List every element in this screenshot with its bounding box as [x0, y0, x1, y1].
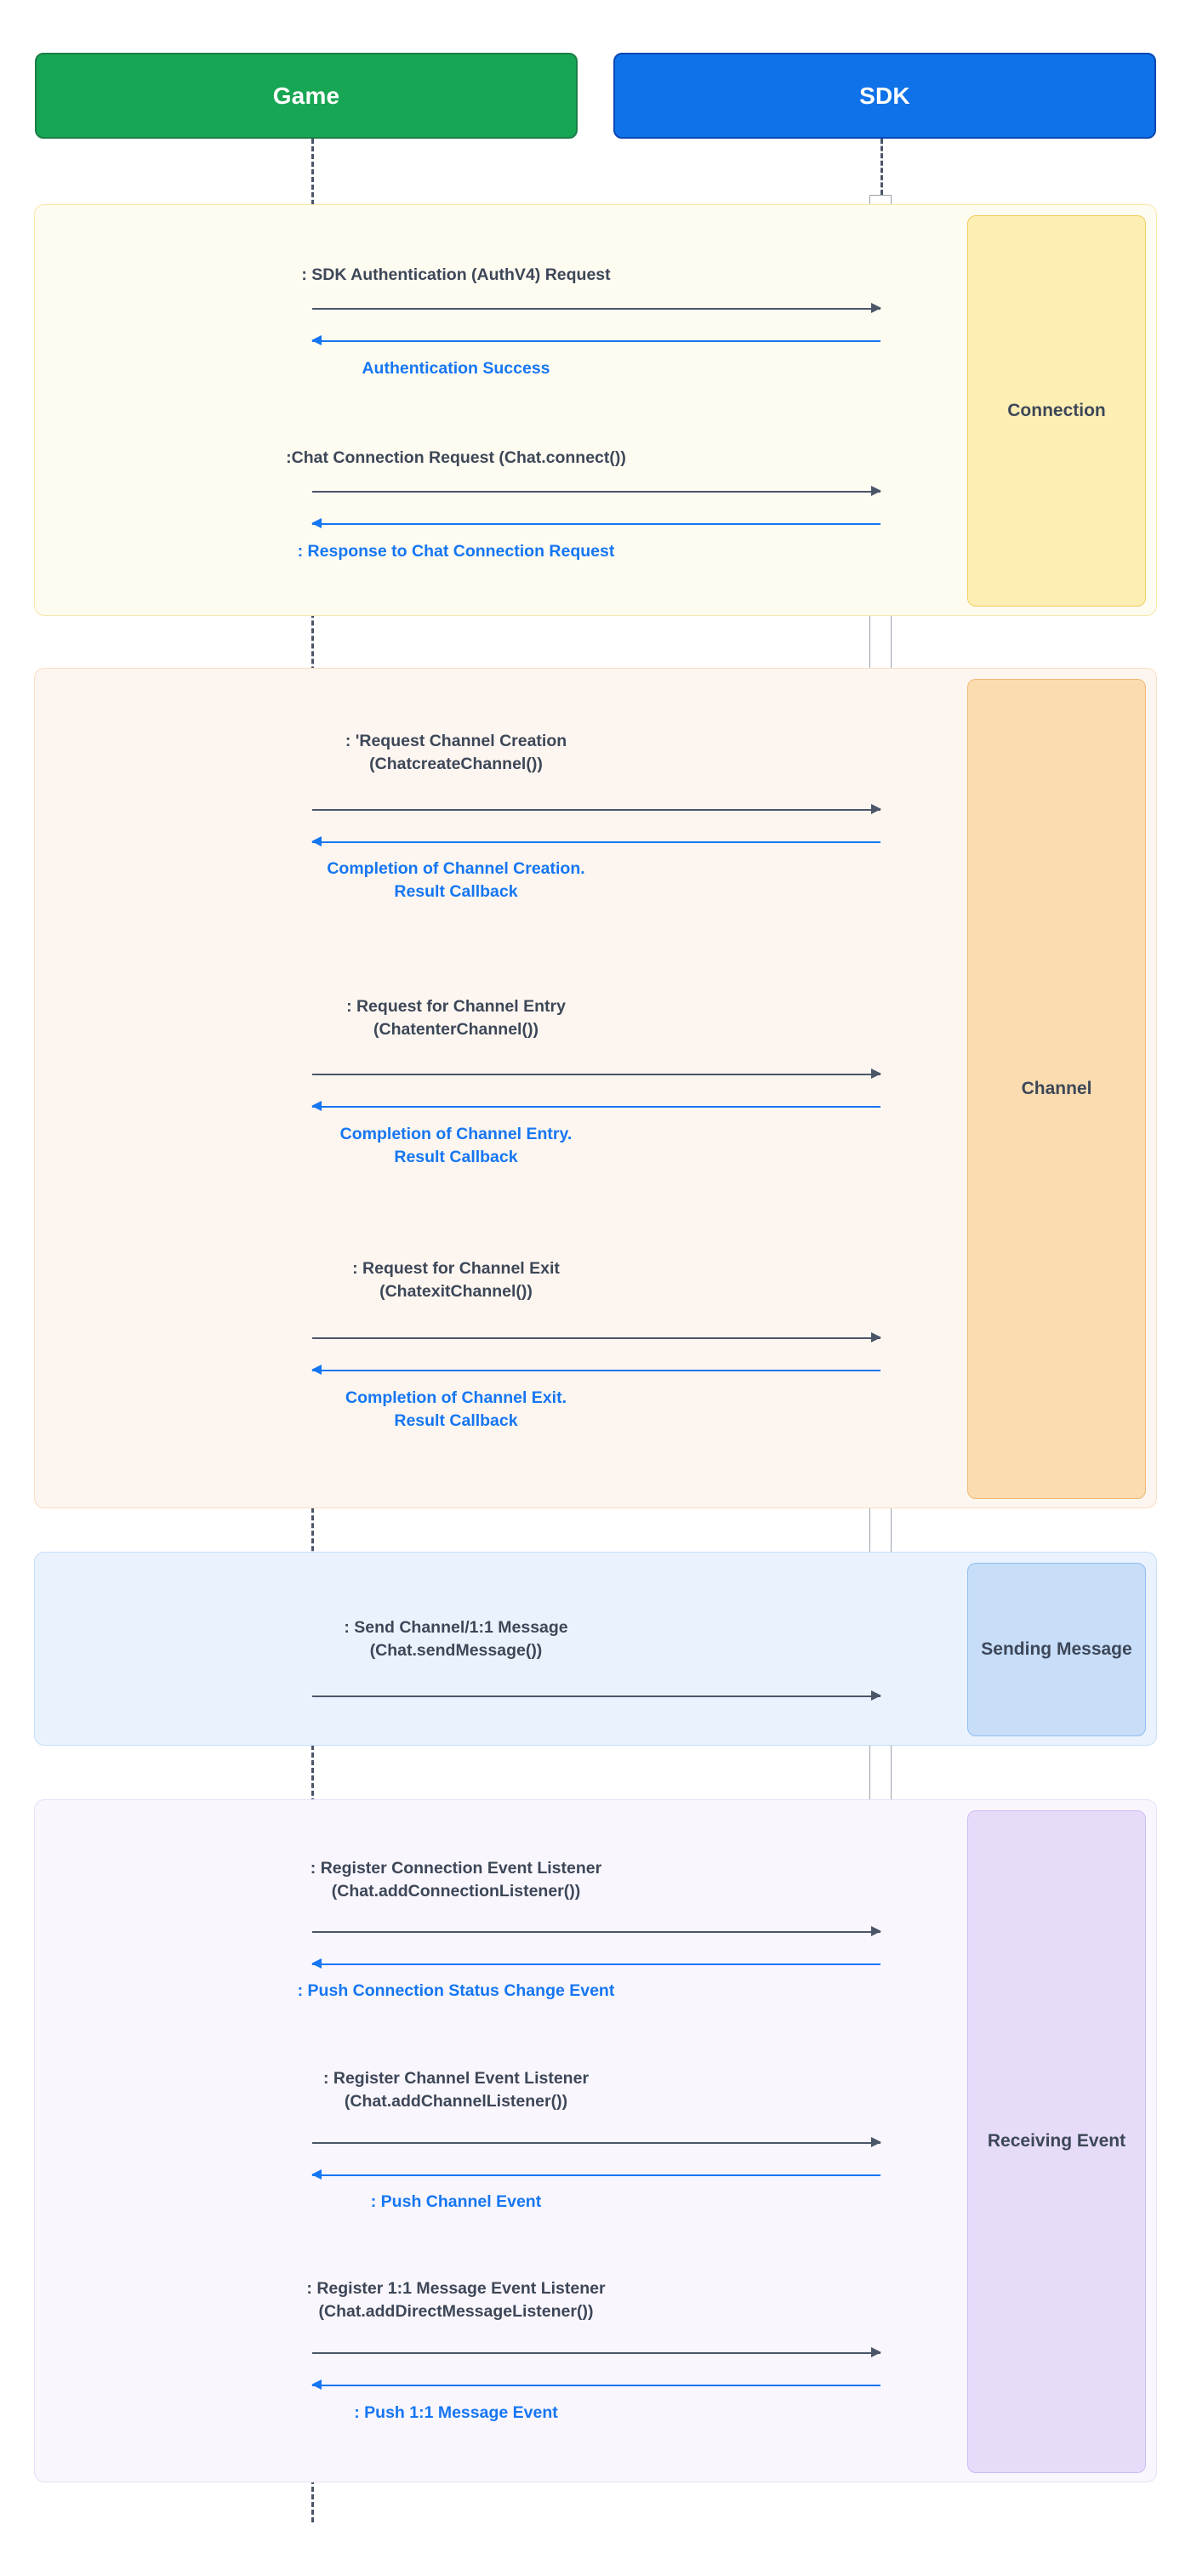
lifeline-sdk [880, 139, 883, 195]
message-label-enter-channel-callback: Completion of Channel Entry. Result Call… [339, 1125, 573, 1166]
message-label-sdk-auth-request: : SDK Authentication (AuthV4) Request [301, 265, 611, 284]
section-receiving-event: Receiving Event [34, 1799, 1157, 2482]
message-label-send-message-request: : Send Channel/1:1 Message (Chat.sendMes… [344, 1618, 568, 1660]
participant-sdk[interactable]: SDK [613, 53, 1156, 139]
message-label-push-connection-status-event: : Push Connection Status Change Event [297, 1981, 615, 2000]
section-label-connection: Connection [967, 215, 1146, 607]
participant-game[interactable]: Game [35, 53, 578, 139]
message-label-add-channel-listener: : Register Channel Event Listener (Chat.… [322, 2069, 590, 2111]
message-label-create-channel-request: : 'Request Channel Creation (ChatcreateC… [345, 732, 567, 773]
message-label-add-connection-listener: : Register Connection Event Listener (Ch… [310, 1859, 602, 1901]
message-label-exit-channel-callback: Completion of Channel Exit. Result Callb… [345, 1388, 567, 1430]
section-label-channel: Channel [967, 679, 1146, 1499]
message-label-push-direct-message-event: : Push 1:1 Message Event [354, 2403, 558, 2422]
message-label-create-channel-callback: Completion of Channel Creation. Result C… [327, 859, 585, 901]
message-label-chat-connect-request: :Chat Connection Request (Chat.connect()… [286, 448, 626, 467]
section-channel: Channel [34, 668, 1157, 1508]
message-label-add-direct-message-listener: : Register 1:1 Message Event Listener (C… [306, 2279, 606, 2321]
message-label-chat-connect-response: : Response to Chat Connection Request [297, 542, 615, 561]
section-sending-message: Sending Message [34, 1552, 1157, 1746]
message-label-auth-success: Authentication Success [362, 359, 550, 378]
message-label-push-channel-event: : Push Channel Event [370, 2192, 542, 2211]
section-connection: Connection [34, 204, 1157, 616]
section-label-receiving-event: Receiving Event [967, 1810, 1146, 2473]
message-label-exit-channel-request: : Request for Channel Exit (ChatexitChan… [352, 1259, 560, 1301]
section-label-sending-message: Sending Message [967, 1563, 1146, 1736]
message-label-enter-channel-request: : Request for Channel Entry (ChatenterCh… [346, 997, 566, 1039]
